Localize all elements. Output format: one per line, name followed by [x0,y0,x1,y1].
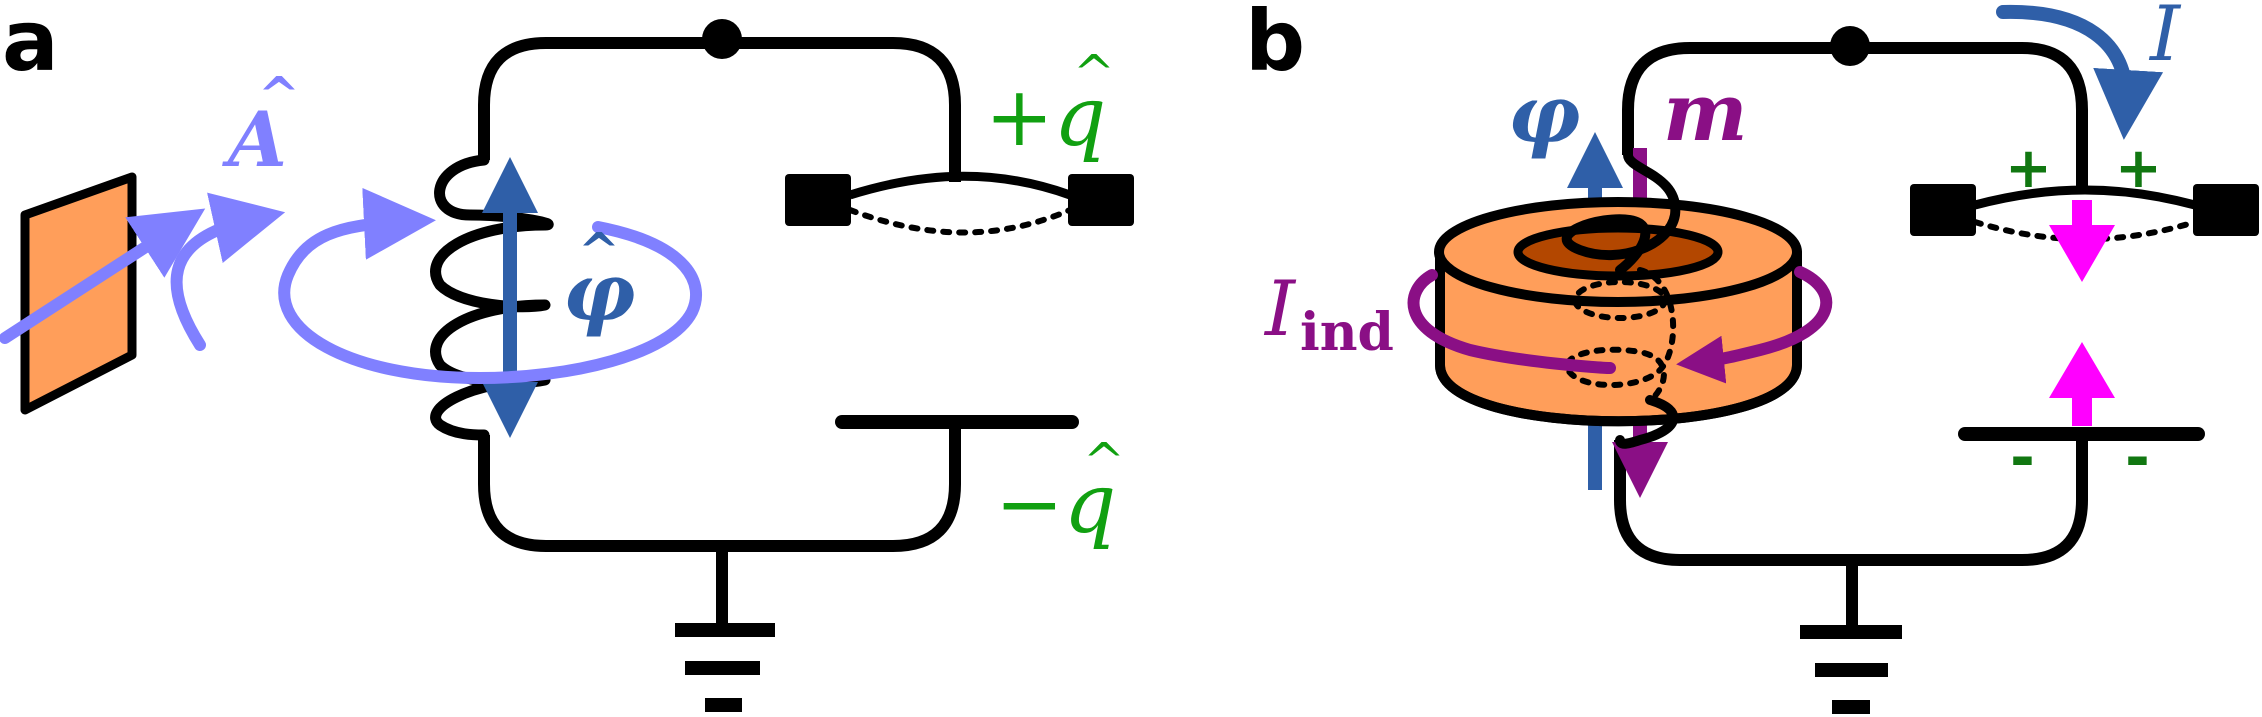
minus-sign-right: - [2125,423,2150,493]
charge-plus-hat: ^ [1073,44,1115,102]
induced-current-arrow [1407,269,1616,374]
charge-minus-hat: ^ [1083,432,1125,490]
toroid-winding-hidden [1564,267,1677,403]
photon-incoming-arrow [0,208,206,344]
circuit-wire-a [478,37,961,552]
toroid-winding-exit [1615,395,1679,449]
current-arrow [1996,4,2164,140]
junction-node-b [1830,26,1870,66]
charge-minus-label: −q [995,457,1116,552]
current-label: I [2148,0,2182,78]
capacitor-top-plate-dashed [847,207,1073,236]
panel-b-label: b [1245,0,1305,90]
panel-a: a A ^ φ ^ +q ^ −q ^ [0,0,1134,712]
minus-sign-left: - [2010,423,2035,493]
flux-phi-label: φ [563,245,635,339]
toroid-winding [1561,150,1681,275]
photon-loop-path [278,187,702,385]
plus-sign-right: + [2115,136,2162,201]
vector-potential-hat: ^ [258,65,300,124]
capacitor-pad-left-b [1910,184,1976,236]
inductor-coil [430,154,554,441]
toroid-front-rim [1435,364,1802,427]
capacitor-pad-left [785,174,851,226]
toroid-winding-hidden-top [1572,279,1668,321]
flux-phi-label-b: φ [1508,67,1580,161]
field-arrow-up [2049,342,2115,426]
capacitor-top-plate [848,171,1072,200]
charge-plus-label: +q [985,70,1106,165]
panel-a-label: a [2,0,59,90]
junction-node-a [702,19,742,59]
capacitor-pad-right-b [2193,184,2259,236]
capacitor-top-plate-b [1973,185,2197,210]
plus-sign-left: + [2005,136,2052,201]
capacitor-pad-right [1068,174,1134,226]
magnetic-moment-label: m [1663,65,1748,159]
panel-b: b [1245,0,2259,714]
field-arrow-down [2049,200,2115,282]
vector-potential-label: A [222,95,287,184]
induced-current-subscript: ind [1300,302,1394,363]
photon-reflected-arrow [170,192,286,351]
induced-current-arrow-right [1676,266,1833,384]
flux-phi-hat: ^ [578,221,620,280]
induced-current-label: I [1263,264,1297,353]
